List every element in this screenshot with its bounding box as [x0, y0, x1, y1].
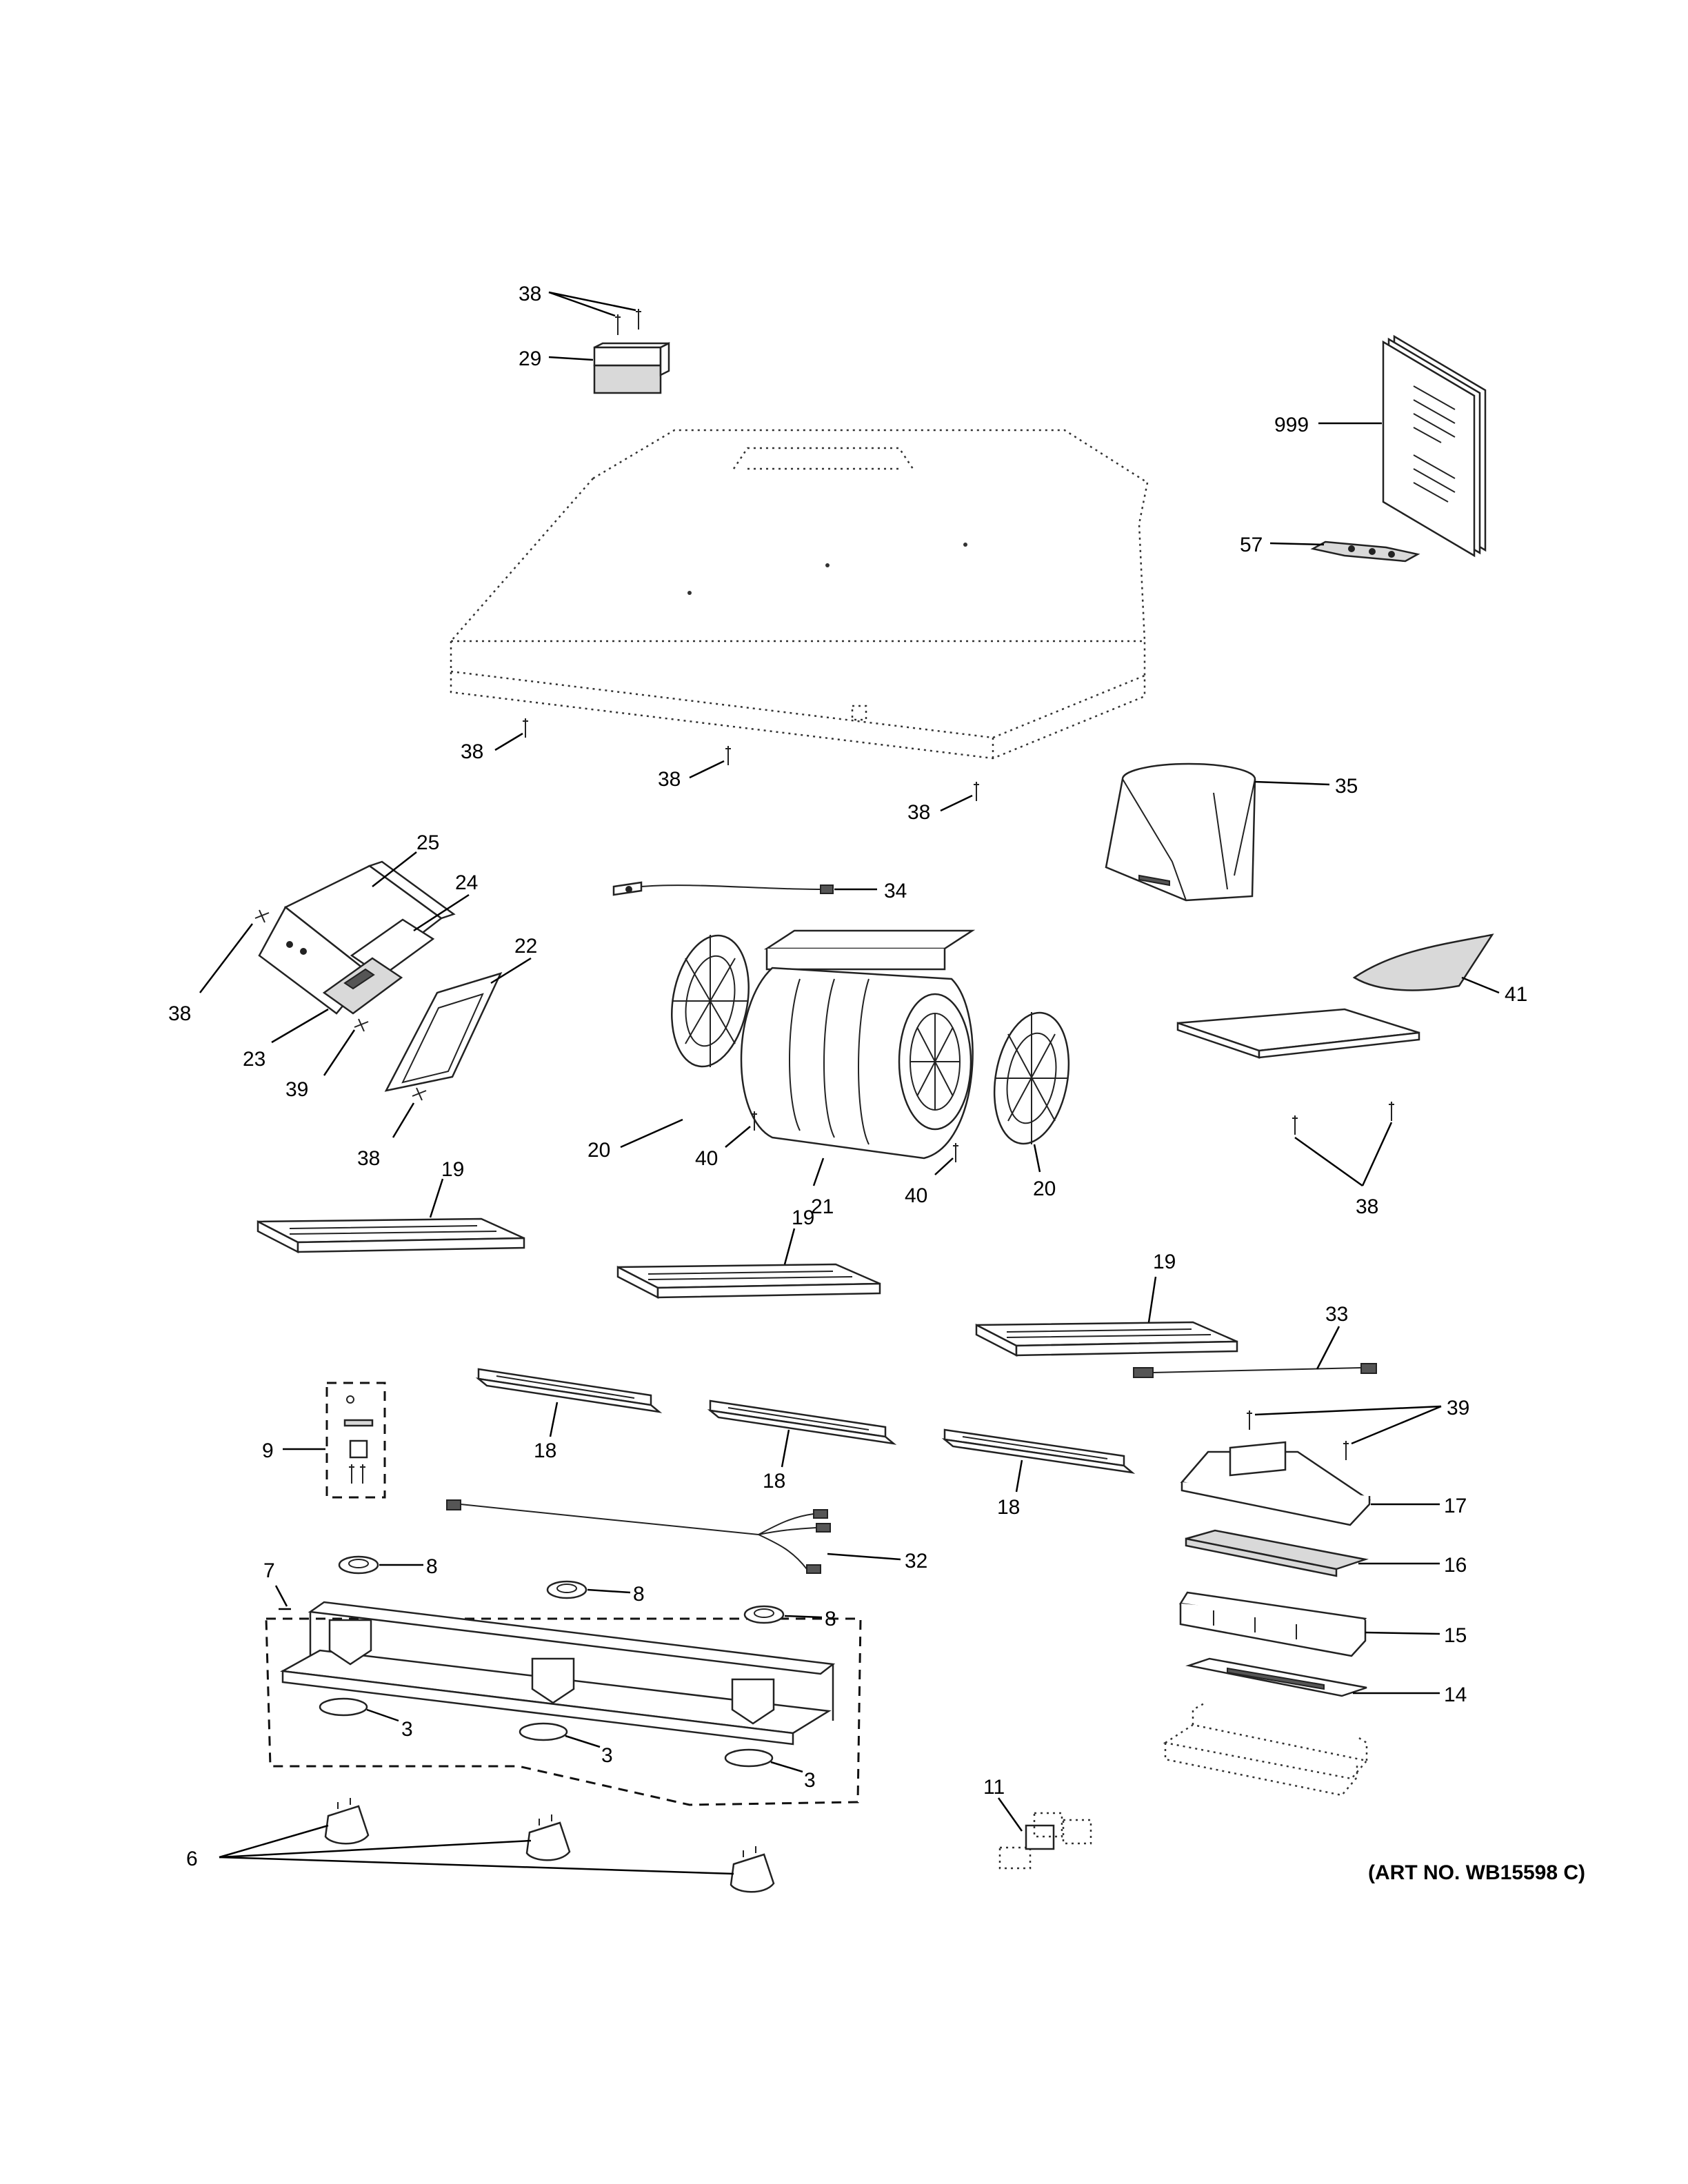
grease-filter-left — [257, 1217, 525, 1254]
label-18: 18 — [534, 1439, 556, 1462]
label-16: 16 — [1444, 1554, 1467, 1577]
label-18: 18 — [997, 1496, 1020, 1519]
blower-inlet-right — [993, 1011, 1070, 1145]
remote-control — [1310, 540, 1420, 563]
mounting-tray — [1176, 1008, 1420, 1059]
label-40: 40 — [695, 1147, 718, 1170]
label-14: 14 — [1444, 1684, 1467, 1706]
label-41: 41 — [1505, 983, 1527, 1006]
label-38: 38 — [168, 1002, 191, 1025]
label-20: 20 — [1033, 1177, 1056, 1200]
screw-38-left — [523, 718, 528, 738]
art-number: (ART NO. WB15598 C) — [1368, 1861, 1585, 1884]
screw-pair-top — [615, 309, 641, 335]
label-999: 999 — [1274, 414, 1309, 436]
label-38: 38 — [461, 740, 483, 763]
label-57: 57 — [1240, 534, 1263, 556]
screw-39-left — [1247, 1410, 1252, 1430]
label-21: 21 — [811, 1195, 834, 1218]
label-40: 40 — [905, 1184, 927, 1207]
hood-housing — [450, 429, 1149, 760]
label-29: 29 — [519, 347, 541, 370]
screw-40-right — [953, 1143, 958, 1162]
trim-ring-right — [724, 1748, 774, 1768]
label-11: 11 — [983, 1776, 1005, 1799]
label-18: 18 — [763, 1470, 785, 1493]
label-19: 19 — [1153, 1251, 1176, 1273]
label-33: 33 — [1325, 1303, 1348, 1326]
label-19: 19 — [792, 1206, 814, 1229]
control-bracket-outline — [1163, 1701, 1369, 1797]
label-38: 38 — [357, 1147, 380, 1170]
label-6: 6 — [186, 1848, 198, 1870]
blower-inlet-left — [671, 934, 750, 1068]
filter-channel-center — [707, 1399, 897, 1445]
wire-harness-32 — [446, 1499, 831, 1574]
control-frame — [1178, 1591, 1367, 1657]
label-22: 22 — [514, 935, 537, 958]
charcoal-filter — [1352, 933, 1494, 991]
wire-harness-33 — [1133, 1363, 1377, 1378]
grease-filter-center — [616, 1263, 881, 1300]
label-8: 8 — [825, 1608, 836, 1630]
label-35: 35 — [1335, 775, 1358, 798]
screw-38-tray-left — [1292, 1115, 1298, 1135]
label-34: 34 — [884, 880, 907, 902]
label-38: 38 — [658, 768, 681, 791]
hardware-kit — [325, 1382, 386, 1499]
label-17: 17 — [1444, 1495, 1467, 1517]
duct-transition — [1105, 762, 1256, 902]
label-3: 3 — [804, 1769, 816, 1792]
screw-38-cover — [412, 1087, 427, 1101]
label-25: 25 — [416, 831, 439, 854]
light-bulb-left — [324, 1798, 370, 1845]
mounting-clips — [998, 1812, 1092, 1870]
label-8: 8 — [426, 1555, 438, 1578]
label-23: 23 — [243, 1048, 265, 1071]
label-32: 32 — [905, 1550, 927, 1573]
label-7: 7 — [263, 1559, 275, 1582]
label-8: 8 — [633, 1583, 645, 1606]
screw-38-center — [725, 746, 731, 765]
blower-assembly — [740, 929, 976, 1160]
label-38: 38 — [519, 283, 541, 305]
grease-filter-right — [975, 1321, 1238, 1357]
trim-ring-left — [319, 1697, 368, 1717]
light-socket-center — [546, 1580, 587, 1599]
screw-38-electrical — [254, 909, 270, 923]
trim-ring-center — [519, 1722, 568, 1741]
screw-39-electrical — [354, 1018, 369, 1032]
label-20: 20 — [587, 1139, 610, 1162]
cover-plate — [384, 971, 503, 1092]
control-keypad — [1185, 1657, 1367, 1697]
circuit-board — [322, 918, 435, 1015]
control-housing — [1180, 1441, 1371, 1526]
label-15: 15 — [1444, 1624, 1467, 1647]
label-3: 3 — [401, 1718, 413, 1741]
label-9: 9 — [262, 1439, 274, 1462]
light-socket-left — [338, 1555, 379, 1575]
label-24: 24 — [455, 871, 478, 894]
label-38: 38 — [1356, 1195, 1378, 1218]
filter-channel-right — [941, 1428, 1136, 1474]
owners-manual — [1382, 334, 1487, 558]
label-19: 19 — [441, 1158, 464, 1181]
junction-box — [593, 341, 670, 394]
label-39: 39 — [1447, 1397, 1469, 1419]
filter-channel-left — [475, 1368, 663, 1413]
light-bulb-center — [525, 1814, 571, 1861]
label-3: 3 — [601, 1744, 613, 1767]
wire-harness-34 — [612, 881, 834, 896]
light-housing — [280, 1601, 836, 1746]
light-socket-right — [743, 1605, 785, 1624]
screw-38-right — [974, 782, 979, 801]
light-bulb-right — [730, 1846, 775, 1893]
screw-39-right — [1343, 1441, 1349, 1460]
control-board — [1185, 1529, 1369, 1577]
label-39: 39 — [285, 1078, 308, 1101]
label-38: 38 — [907, 801, 930, 824]
screw-38-tray-right — [1389, 1102, 1394, 1121]
screw-40-left — [752, 1111, 757, 1131]
